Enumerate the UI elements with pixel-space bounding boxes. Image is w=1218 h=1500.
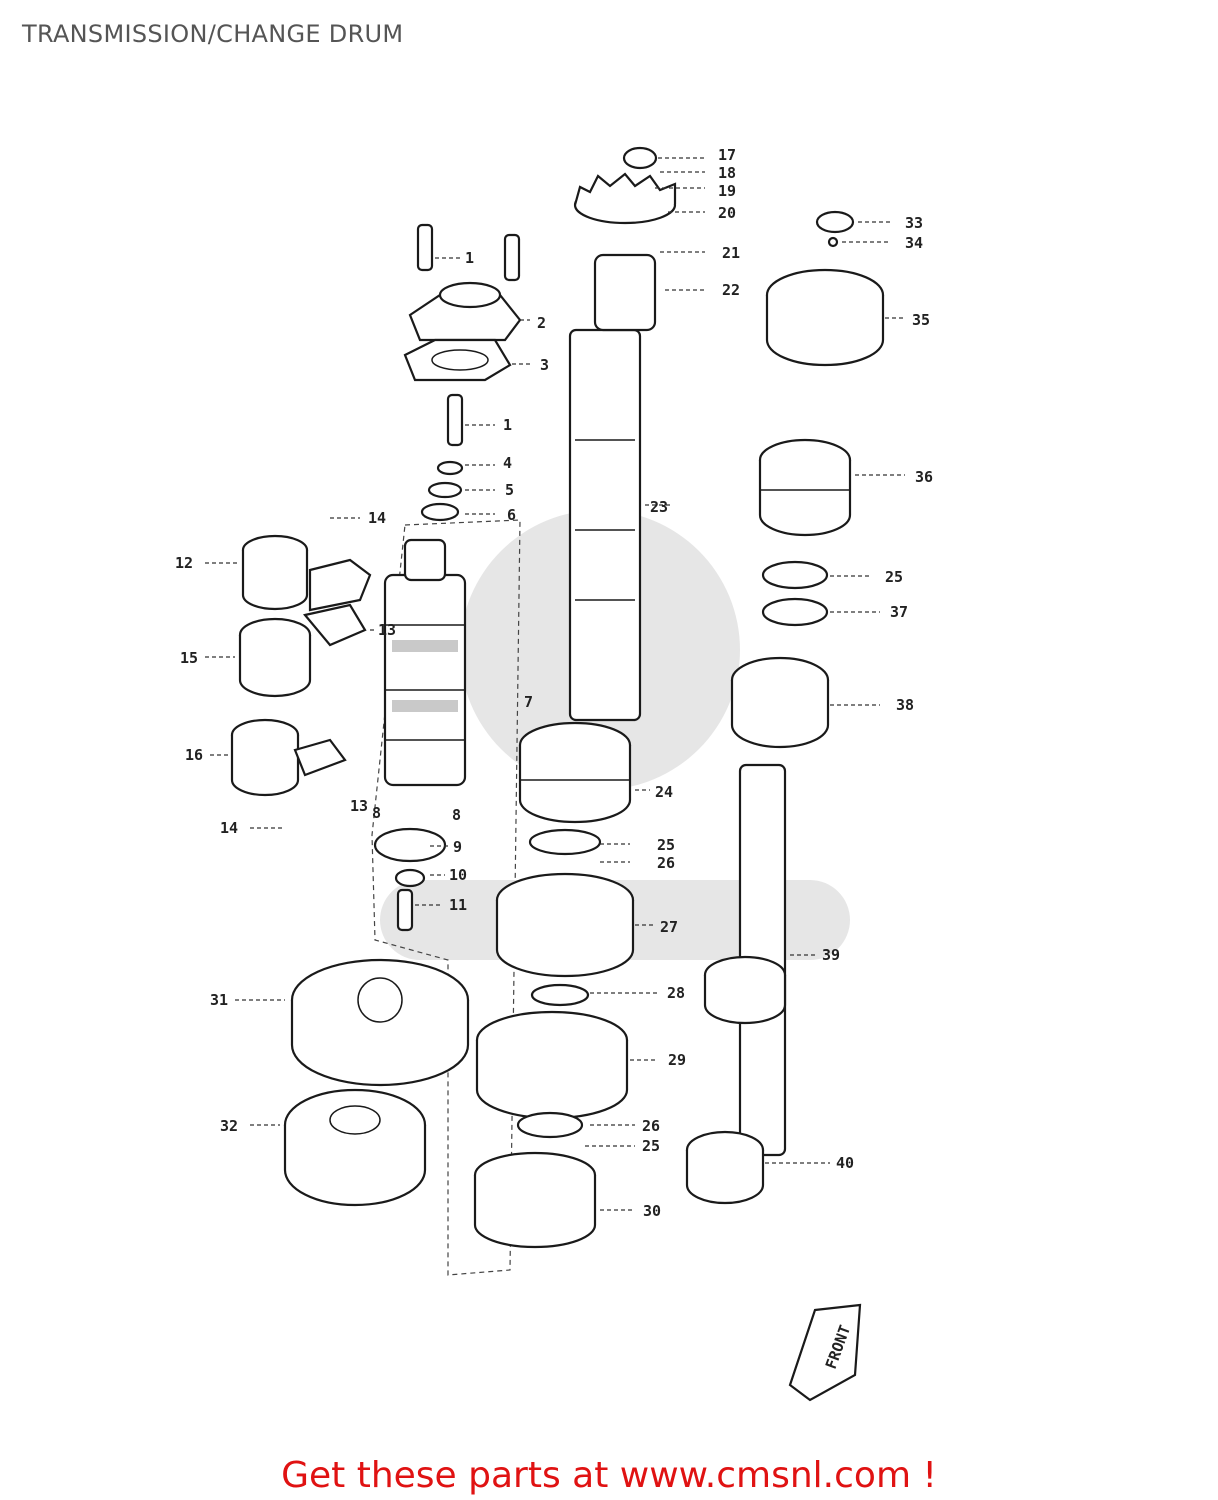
callout-17: 17 [718,146,736,164]
callout-26-mid: 26 [657,854,675,872]
callout-6: 6 [507,506,516,524]
callout-14-bottom: 14 [220,819,238,837]
leader-lines [205,157,905,1211]
callout-40: 40 [836,1154,854,1172]
callout-30: 30 [643,1202,661,1220]
callout-12: 12 [175,554,193,572]
callout-23: 23 [650,498,668,516]
circlips-25-26-28 [516,828,602,1139]
callout-28: 28 [667,984,685,1002]
callout-2: 2 [537,314,546,332]
callout-10: 10 [449,866,467,884]
drum-cam-9-10-11 [373,827,447,932]
bolt-1-pair [416,223,521,447]
callout-34: 34 [905,234,923,252]
callout-3: 3 [540,356,549,374]
callout-18: 18 [718,164,736,182]
callout-25-right: 25 [885,568,903,586]
gasket-3 [403,338,512,382]
callout-9: 9 [453,838,462,856]
shift-fork-15 [238,603,367,698]
drum-assembly-guide [371,519,521,1276]
gear-36 [758,438,852,537]
cover-2 [408,281,522,342]
callout-numbers: 17 18 19 20 21 22 33 34 35 1 2 3 1 4 5 6… [175,146,933,1220]
callout-29: 29 [668,1051,686,1069]
callout-31: 31 [210,991,228,1009]
callout-36: 36 [915,468,933,486]
get-parts-link[interactable]: Get these parts at www.cmsnl.com ! [281,1455,937,1496]
callout-13-top: 13 [378,621,396,639]
rings-25-37 [761,560,829,627]
shift-fork-12 [241,534,372,612]
gear-27 [495,872,635,978]
gear-35 [765,268,885,367]
callout-16: 16 [185,746,203,764]
callout-26-bottom: 26 [642,1117,660,1135]
callout-1-mid: 1 [503,416,512,434]
gear-38 [730,656,830,749]
callout-37: 37 [890,603,908,621]
callout-8-left: 8 [372,804,381,822]
washers-4-5-6 [420,460,464,522]
gear-31 [290,958,470,1087]
callout-13-bottom: 13 [350,797,368,815]
countershaft-39 [685,763,787,1205]
front-direction-marker: FRONT [788,1303,862,1402]
callout-19: 19 [718,182,736,200]
callout-11: 11 [449,896,467,914]
mainshaft-23 [568,146,677,722]
callout-25-mid: 25 [657,836,675,854]
callout-32: 32 [220,1117,238,1135]
callout-8-right: 8 [452,806,461,824]
callout-33: 33 [905,214,923,232]
callout-5: 5 [505,481,514,499]
gear-29 [475,1010,629,1120]
callout-7: 7 [524,693,533,711]
gear-30 [473,1151,597,1249]
callout-25-bottom: 25 [642,1137,660,1155]
callout-39: 39 [822,946,840,964]
callout-38: 38 [896,696,914,714]
page-title: TRANSMISSION/CHANGE DRUM [22,20,404,48]
callout-22: 22 [722,281,740,299]
gear-24 [518,721,632,824]
callout-1-top: 1 [465,249,474,267]
ring-33-34 [815,210,855,248]
callout-15: 15 [180,649,198,667]
change-drum [383,538,467,787]
callout-14-top: 14 [368,509,386,527]
gear-32 [283,1088,427,1207]
callout-4: 4 [503,454,512,472]
callout-24: 24 [655,783,673,801]
callout-20: 20 [718,204,736,222]
callout-27: 27 [660,918,678,936]
callout-21: 21 [722,244,740,262]
shift-fork-16 [230,718,347,797]
callout-35: 35 [912,311,930,329]
